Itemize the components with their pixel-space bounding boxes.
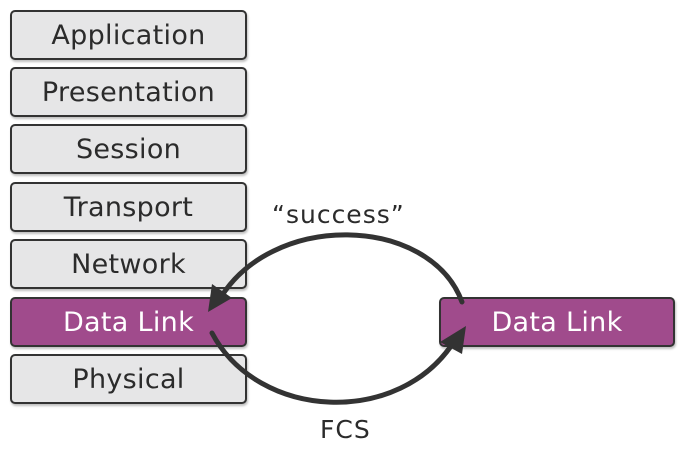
layer-label: Network xyxy=(71,248,186,280)
layer-session: Session xyxy=(10,124,247,174)
success-label: “success” xyxy=(272,200,405,229)
fcs-label: FCS xyxy=(320,415,371,444)
success-arrow xyxy=(215,232,465,305)
layer-transport: Transport xyxy=(10,182,247,232)
layer-label: Physical xyxy=(72,363,185,395)
layer-application: Application xyxy=(10,10,247,60)
fcs-arrow xyxy=(209,330,458,405)
layer-label: Data Link xyxy=(62,306,195,338)
layer-label: Transport xyxy=(63,191,194,223)
layer-presentation: Presentation xyxy=(10,67,247,117)
layer-label: Presentation xyxy=(41,76,216,108)
layer-label: Application xyxy=(51,19,206,51)
layer-physical: Physical xyxy=(10,354,247,404)
success-arrowhead xyxy=(208,284,232,312)
remote-node-label: Data Link xyxy=(491,306,623,338)
fcs-arrowhead xyxy=(440,326,466,354)
layer-network: Network xyxy=(10,239,247,289)
layer-label: Session xyxy=(75,133,182,165)
remote-data-link-node: Data Link xyxy=(439,297,675,347)
layer-data-link: Data Link xyxy=(10,297,247,347)
